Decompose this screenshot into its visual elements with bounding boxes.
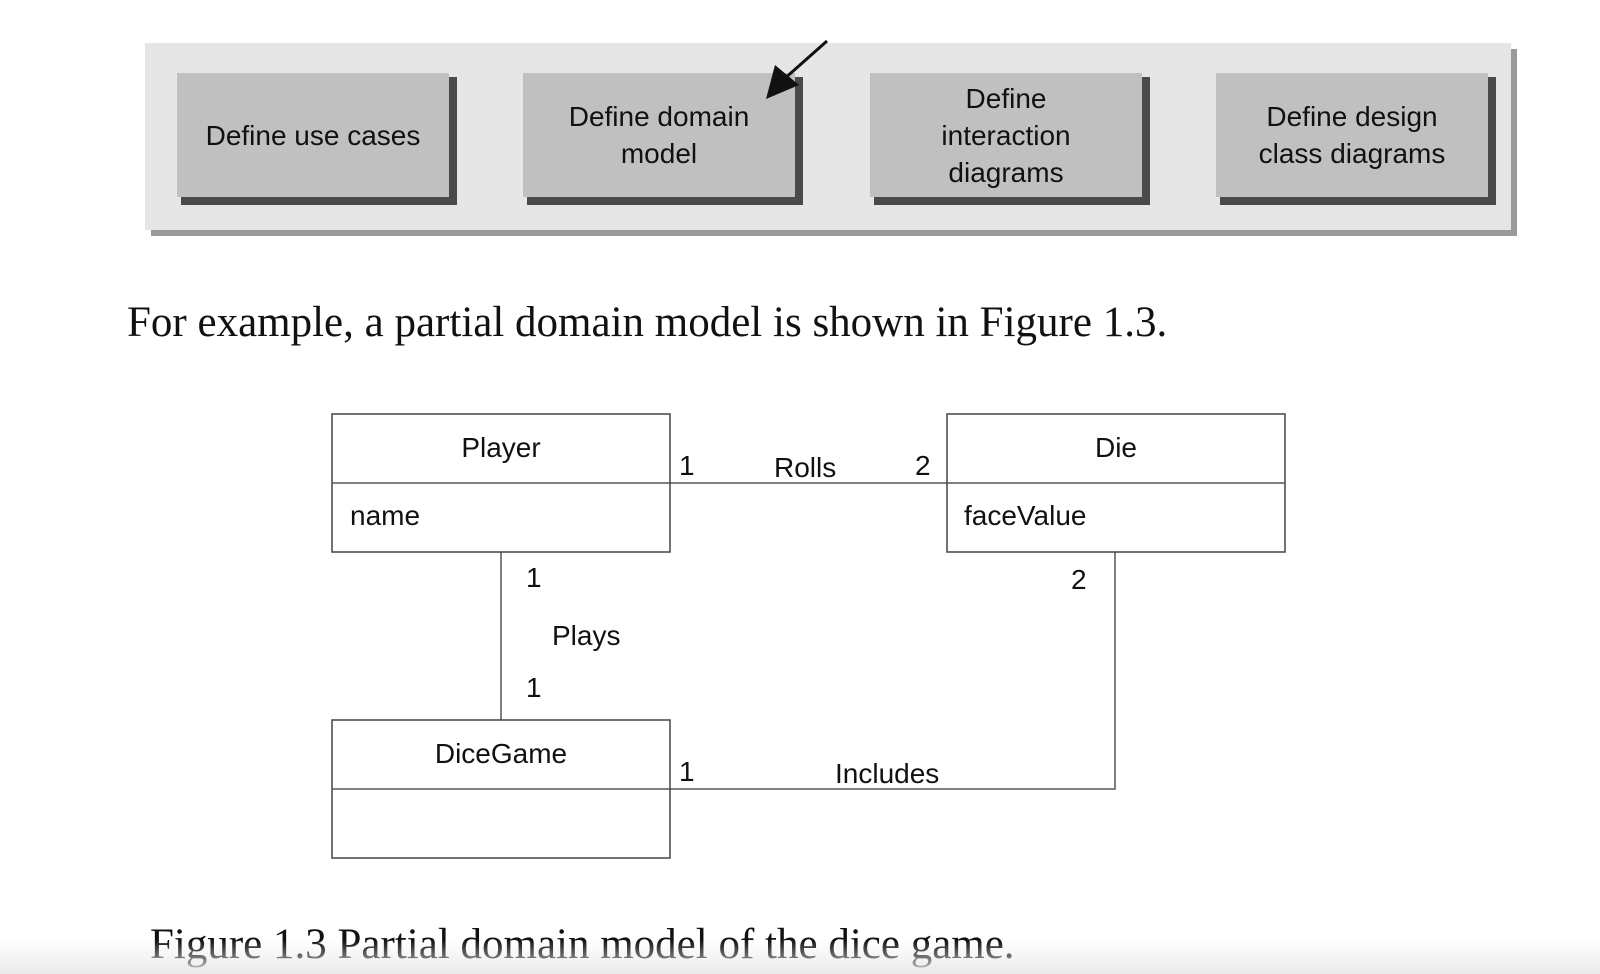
class-die-attribute: faceValue: [964, 500, 1086, 531]
step-define-domain-model: Define domain model: [523, 73, 795, 197]
class-player: Player name: [331, 413, 671, 553]
class-die-name: Die: [1095, 432, 1137, 463]
step-define-interaction-diagrams: Define interaction diagrams: [870, 73, 1142, 197]
class-dice-game: DiceGame: [331, 719, 671, 859]
step-define-design-class-diagrams: Define design class diagrams: [1216, 73, 1488, 197]
class-player-name: Player: [461, 432, 540, 463]
includes-label: Includes: [835, 758, 939, 789]
plays-label: Plays: [552, 620, 620, 651]
plays-player-multiplicity: 1: [526, 562, 542, 593]
includes-association-line: [670, 552, 1116, 790]
includes-dice-game-multiplicity: 1: [679, 756, 695, 787]
class-player-attribute: name: [350, 500, 420, 531]
step-define-use-cases: Define use cases: [177, 73, 449, 197]
rolls-player-multiplicity: 1: [679, 450, 695, 481]
intro-sentence: For example, a partial domain model is s…: [127, 299, 1168, 346]
class-die: Die faceValue: [946, 413, 1286, 553]
class-dice-game-name: DiceGame: [435, 738, 567, 769]
plays-dice-game-multiplicity: 1: [526, 672, 542, 703]
rolls-die-multiplicity: 2: [915, 450, 931, 481]
pointer-arrow-icon: [766, 39, 828, 99]
figure-caption: Figure 1.3 Partial domain model of the d…: [150, 921, 1015, 968]
includes-die-multiplicity: 2: [1071, 564, 1087, 595]
rolls-label: Rolls: [774, 452, 836, 483]
